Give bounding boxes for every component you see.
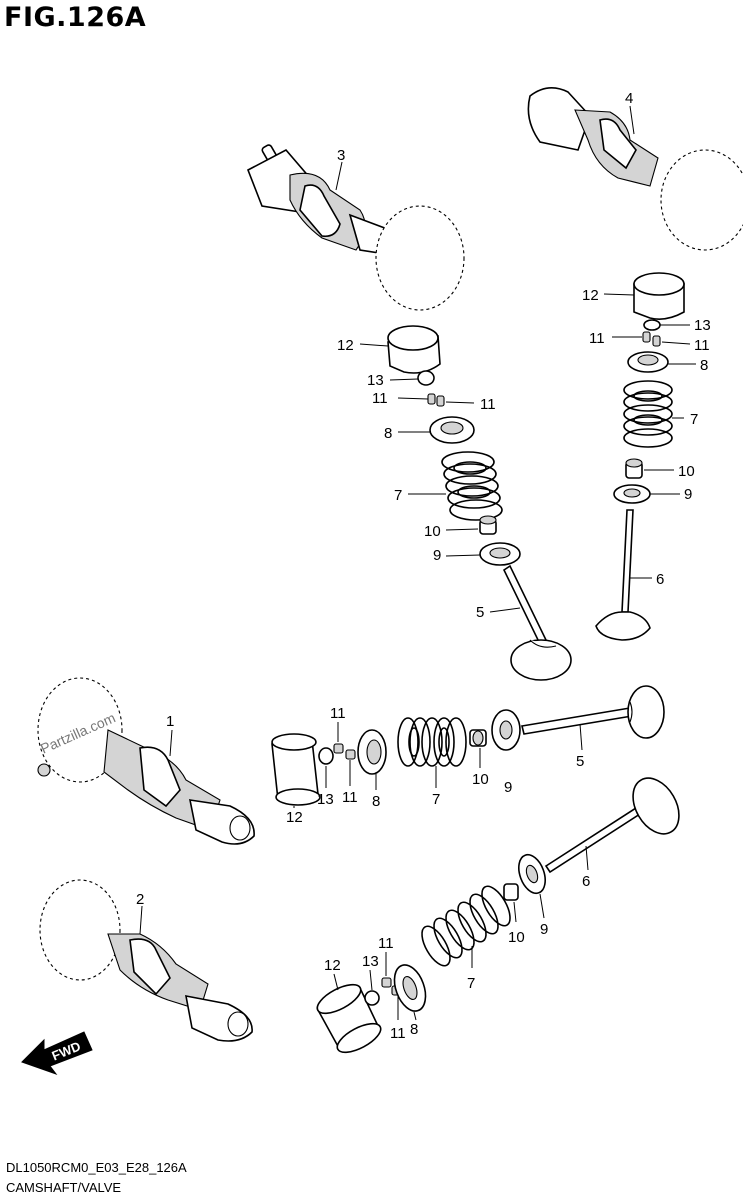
callout-9-d: 9 xyxy=(540,921,548,938)
callout-8-b: 8 xyxy=(700,357,708,374)
callout-12-a: 12 xyxy=(337,337,354,354)
callout-9-b: 9 xyxy=(684,486,692,503)
seal-10-a[interactable] xyxy=(479,515,497,535)
callout-12-c: 12 xyxy=(286,809,303,826)
camshaft-4[interactable] xyxy=(527,87,743,251)
callout-3: 3 xyxy=(337,147,345,164)
callout-11-g: 11 xyxy=(378,935,394,952)
callout-11-f: 11 xyxy=(342,789,358,806)
valve-6-a[interactable] xyxy=(595,509,651,641)
callout-13-b: 13 xyxy=(694,317,711,334)
callout-11-a: 11 xyxy=(372,390,388,407)
seal-10-b[interactable] xyxy=(625,458,643,479)
fwd-arrow-icon: FWD xyxy=(21,1031,93,1076)
callout-5-a: 5 xyxy=(476,604,484,621)
cotter-11-a[interactable] xyxy=(427,393,445,407)
callout-11-d: 11 xyxy=(694,337,710,354)
figure-title: FIG.126A xyxy=(4,2,147,33)
cotter-11-c[interactable] xyxy=(333,743,356,760)
callout-7-c: 7 xyxy=(432,791,440,808)
shim-13-d[interactable] xyxy=(364,990,380,1006)
callout-10-c: 10 xyxy=(472,771,489,788)
tappet-12-c[interactable] xyxy=(271,733,321,806)
callout-1: 1 xyxy=(166,713,174,730)
tappet-12-d[interactable] xyxy=(313,979,385,1058)
callout-13-a: 13 xyxy=(367,372,384,389)
seat-9-d[interactable] xyxy=(514,851,550,897)
callout-11-e: 11 xyxy=(330,705,346,722)
shim-13-b[interactable] xyxy=(643,319,661,331)
callout-6-b: 6 xyxy=(582,873,590,890)
retainer-8-c[interactable] xyxy=(357,729,387,775)
seat-9-c[interactable] xyxy=(491,709,521,751)
callout-8-a: 8 xyxy=(384,425,392,442)
spring-7-a[interactable] xyxy=(441,451,503,521)
camshaft-1[interactable] xyxy=(37,677,255,845)
callout-11-c: 11 xyxy=(589,330,605,347)
figure-name: CAMSHAFT/VALVE xyxy=(6,1180,122,1195)
callout-11-h: 11 xyxy=(390,1025,406,1042)
seat-9-b[interactable] xyxy=(613,484,651,504)
callout-8-c: 8 xyxy=(372,793,380,810)
callout-4: 4 xyxy=(625,90,633,107)
figure-code: DL1050RCM0_E03_E28_126A xyxy=(6,1160,187,1175)
callout-12-b: 12 xyxy=(582,287,599,304)
tappet-12-b[interactable] xyxy=(633,272,685,320)
tappet-12-a[interactable] xyxy=(387,325,441,374)
callout-9-a: 9 xyxy=(433,547,441,564)
callout-12-d: 12 xyxy=(324,957,341,974)
callout-2: 2 xyxy=(136,891,144,908)
callout-7-a: 7 xyxy=(394,487,402,504)
callout-13-c: 13 xyxy=(317,791,334,808)
callout-7-b: 7 xyxy=(690,411,698,428)
valve-5-a[interactable] xyxy=(502,564,572,681)
seat-9-a[interactable] xyxy=(479,542,521,566)
shim-13-a[interactable] xyxy=(417,370,435,386)
valve-6-b[interactable] xyxy=(544,770,688,874)
retainer-8-a[interactable] xyxy=(429,416,475,444)
spring-7-c[interactable] xyxy=(397,717,467,767)
callout-9-c: 9 xyxy=(504,779,512,796)
seal-10-c[interactable] xyxy=(469,729,487,747)
callout-10-b: 10 xyxy=(678,463,695,480)
callout-5-b: 5 xyxy=(576,753,584,770)
seal-10-d[interactable] xyxy=(503,883,519,901)
shim-13-c[interactable] xyxy=(318,747,334,765)
spring-7-d[interactable] xyxy=(416,882,515,970)
callout-13-d: 13 xyxy=(362,953,379,970)
camshaft-3[interactable] xyxy=(246,144,465,311)
retainer-8-d[interactable] xyxy=(389,961,432,1016)
callout-11-b: 11 xyxy=(480,396,496,413)
valve-5-b[interactable] xyxy=(521,685,665,739)
callout-10-a: 10 xyxy=(424,523,441,540)
callout-6-a: 6 xyxy=(656,571,664,588)
retainer-8-b[interactable] xyxy=(627,351,669,373)
callout-7-d: 7 xyxy=(467,975,475,992)
callout-10-d: 10 xyxy=(508,929,525,946)
callout-8-d: 8 xyxy=(410,1021,418,1038)
spring-7-b[interactable] xyxy=(623,380,673,448)
cotter-11-b[interactable] xyxy=(642,331,661,347)
camshaft-2[interactable] xyxy=(39,879,253,1042)
